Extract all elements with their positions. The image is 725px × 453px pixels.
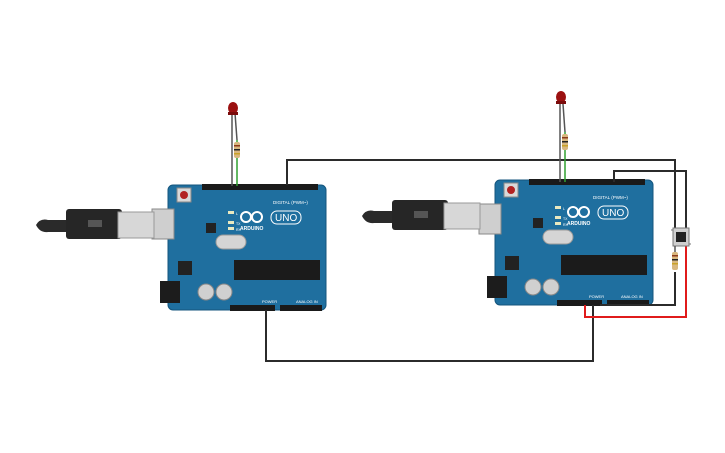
arduino-logo-icon: [240, 211, 263, 223]
board-model-label: UNO: [275, 213, 297, 224]
tx-label: TX: [563, 217, 568, 221]
arduino-logo-text: ARDUINO: [240, 226, 263, 232]
wire-black-bottom[interactable]: [265, 305, 594, 362]
power-header-label: POWER: [589, 294, 604, 299]
resistor-icon[interactable]: [672, 246, 678, 270]
l-label: L: [236, 212, 238, 216]
resistor-icon[interactable]: [562, 134, 568, 150]
arduino-logo-text: ARDUINO: [567, 221, 590, 227]
wire-red[interactable]: [584, 246, 687, 318]
wire-black-right[interactable]: [613, 170, 687, 228]
tx-label: TX: [236, 222, 241, 226]
digital-header-label: DIGITAL (PWM~): [273, 200, 308, 205]
usb-cable-icon[interactable]: [36, 209, 155, 239]
digital-header-label: DIGITAL (PWM~): [593, 195, 628, 200]
arduino-logo-icon: [567, 206, 590, 218]
l-label: L: [563, 207, 565, 211]
resistor-icon[interactable]: [234, 142, 240, 158]
wire-black-resistor[interactable]: [600, 272, 676, 306]
rx-label: RX: [563, 223, 569, 227]
pushbutton-icon[interactable]: [671, 227, 691, 247]
board-model-label: UNO: [602, 208, 624, 219]
arduino-board-left[interactable]: ARDUINO UNO DIGITAL (PWM~) POWER ANALOG …: [151, 183, 327, 312]
analog-header-label: ANALOG IN: [296, 299, 318, 304]
arduino-board-right[interactable]: ARDUINO UNO DIGITAL (PWM~) POWER ANALOG …: [478, 178, 654, 307]
rx-label: RX: [236, 228, 242, 232]
power-header-label: POWER: [262, 299, 277, 304]
analog-header-label: ANALOG IN: [621, 294, 643, 299]
wire-black-top[interactable]: [286, 159, 676, 228]
usb-cable-icon[interactable]: [362, 200, 481, 230]
